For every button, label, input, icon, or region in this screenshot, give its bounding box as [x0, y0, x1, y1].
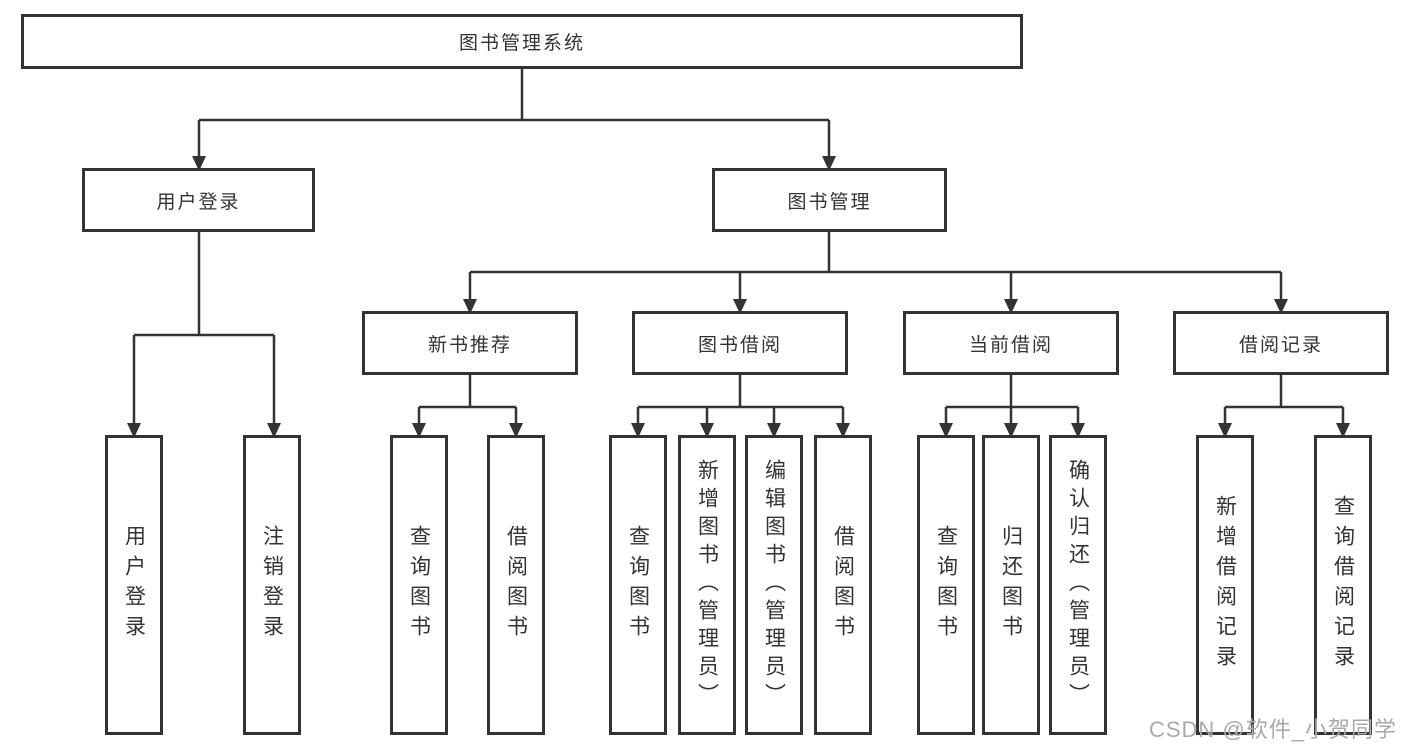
- leaf-add-borrow-record: 新增借阅记录: [1196, 435, 1254, 735]
- node-user-login: 用户登录: [82, 168, 315, 232]
- leaf-borrow-books: 借阅图书: [487, 435, 545, 735]
- leaf-label: 新增借阅记录: [1213, 495, 1237, 675]
- leaf-add-books-admin: 新增图书（管理员）: [678, 435, 736, 735]
- node-new-book-recommend: 新书推荐: [362, 311, 578, 375]
- leaf-query-books: 查询图书: [609, 435, 667, 735]
- leaf-logout: 注销登录: [243, 435, 301, 735]
- node-label: 图书管理: [787, 191, 872, 213]
- leaf-return-books: 归还图书: [982, 435, 1040, 735]
- leaf-label: 借阅图书: [504, 525, 528, 645]
- leaf-user-login: 用户登录: [105, 435, 163, 735]
- leaf-query-books: 查询图书: [390, 435, 448, 735]
- leaf-label: 注销登录: [260, 525, 284, 645]
- leaf-label: 用户登录: [122, 525, 146, 645]
- node-label: 用户登录: [156, 191, 241, 213]
- node-label: 图书借阅: [697, 334, 782, 356]
- leaf-edit-books-admin: 编辑图书（管理员）: [745, 435, 803, 735]
- node-borrow-records: 借阅记录: [1173, 311, 1389, 375]
- leaf-query-books: 查询图书: [917, 435, 975, 735]
- leaf-label: 编辑图书（管理员）: [762, 459, 786, 711]
- leaf-borrow-books: 借阅图书: [814, 435, 872, 735]
- leaf-label: 查询图书: [626, 525, 650, 645]
- node-current-borrow: 当前借阅: [903, 311, 1119, 375]
- node-library-management-system: 图书管理系统: [21, 14, 1023, 69]
- leaf-query-borrow-record: 查询借阅记录: [1314, 435, 1372, 735]
- leaf-label: 借阅图书: [831, 525, 855, 645]
- leaf-confirm-return-admin: 确认归还（管理员）: [1049, 435, 1107, 735]
- leaf-label: 确认归还（管理员）: [1066, 459, 1090, 711]
- node-label: 新书推荐: [427, 334, 512, 356]
- arrowheads: [127, 156, 1350, 438]
- leaf-label: 归还图书: [999, 525, 1023, 645]
- node-book-management: 图书管理: [712, 168, 947, 232]
- csdn-watermark: CSDN @软件_小贺同学: [1148, 717, 1397, 742]
- leaf-label: 新增图书（管理员）: [695, 459, 719, 711]
- node-label: 借阅记录: [1238, 334, 1323, 356]
- leaf-label: 查询图书: [407, 525, 431, 645]
- leaf-label: 查询图书: [934, 525, 958, 645]
- node-book-borrow: 图书借阅: [632, 311, 848, 375]
- leaf-label: 查询借阅记录: [1331, 495, 1355, 675]
- node-label: 当前借阅: [968, 334, 1053, 356]
- node-label: 图书管理系统: [458, 33, 585, 54]
